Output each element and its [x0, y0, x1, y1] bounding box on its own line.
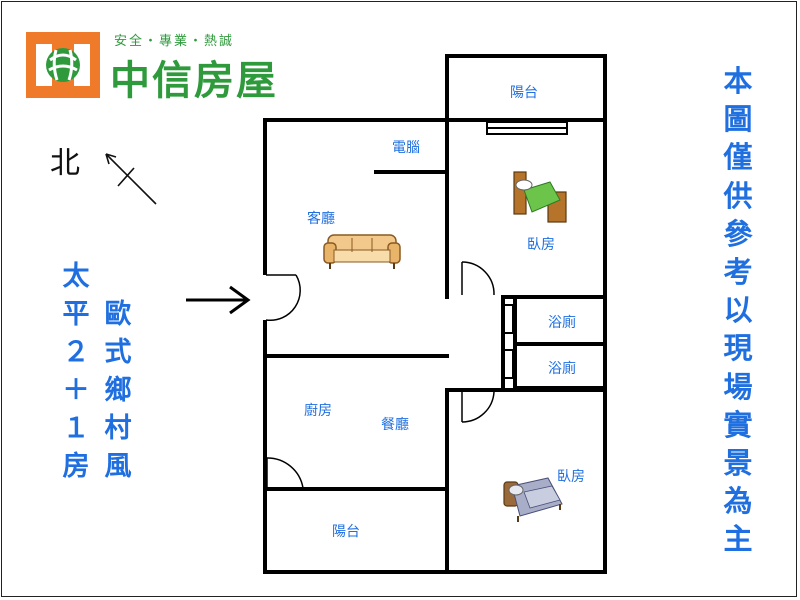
desc-char: １ — [62, 413, 90, 444]
desc-char: 鄉 — [104, 375, 132, 406]
notice-char: 場 — [723, 369, 753, 404]
room-label-living-room: 客廳 — [307, 211, 335, 227]
desc-char: 村 — [104, 413, 132, 444]
notice-char: 圖 — [723, 102, 753, 137]
entrance-arrow-icon — [186, 285, 251, 315]
notice-char: 參 — [723, 216, 753, 251]
notice-char: 以 — [723, 293, 753, 328]
desc-char: 歐 — [104, 299, 132, 330]
room-label-computer: 電腦 — [392, 140, 420, 156]
reference-notice: 本 圖 僅 供 參 考 以 現 場 實 景 為 主 — [716, 62, 760, 559]
bed-icon — [513, 171, 567, 223]
room-label-balcony-bottom: 陽台 — [332, 524, 360, 540]
desc-char: 風 — [104, 451, 132, 482]
desc-char: ２ — [62, 337, 90, 368]
room-label-bathroom-1: 浴廁 — [548, 315, 576, 331]
north-arrow-icon — [105, 153, 157, 205]
notice-char: 僅 — [723, 140, 753, 175]
desc-char: 房 — [62, 451, 90, 482]
notice-char: 本 — [723, 64, 753, 98]
north-label: 北 — [50, 146, 80, 181]
layout-description: 太 平 ２ ＋ １ 房 — [56, 258, 96, 486]
room-label-bedroom-1: 臥房 — [527, 237, 555, 253]
logo-mark — [26, 32, 100, 98]
bed-icon — [503, 477, 563, 522]
notice-char: 供 — [723, 178, 753, 213]
desc-char: ＋ — [62, 375, 90, 406]
notice-char: 實 — [723, 407, 753, 442]
logo-name: 中信房屋 — [110, 58, 278, 104]
room-label-kitchen: 廚房 — [304, 403, 332, 419]
desc-char: 平 — [62, 299, 90, 330]
desc-char: 太 — [62, 261, 90, 292]
notice-char: 現 — [723, 331, 753, 366]
room-label-bathroom-2: 浴廁 — [548, 361, 576, 377]
notice-char: 主 — [723, 522, 753, 557]
style-description: 歐 式 鄉 村 風 — [98, 296, 138, 486]
room-label-bedroom-2: 臥房 — [557, 469, 585, 485]
desc-char: 式 — [104, 337, 132, 368]
logo-slogan: 安全・專業・熱誠 — [114, 34, 235, 49]
company-logo: 安全・專業・熱誠 中信房屋 — [26, 30, 306, 104]
notice-char: 考 — [723, 255, 753, 290]
sofa-icon — [323, 234, 401, 269]
room-label-dining-room: 餐廳 — [381, 417, 409, 433]
room-label-balcony-top: 陽台 — [510, 85, 538, 101]
notice-char: 景 — [723, 446, 753, 481]
notice-char: 為 — [723, 484, 753, 519]
